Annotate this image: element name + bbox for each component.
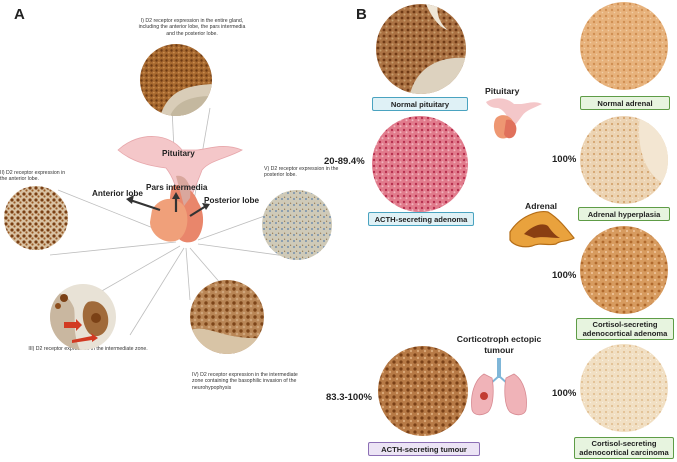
pct-adrenal-hyperplasia: 100% (552, 154, 577, 165)
caption-iv: IV) D2 receptor expression in the interm… (192, 372, 298, 391)
micrograph-entire-gland (140, 44, 212, 116)
micrograph-acth-adenoma (372, 116, 468, 212)
box-cortisol-adenoma: Cortisol-secreting adenocortical adenoma (576, 318, 674, 340)
micrograph-normal-adrenal (580, 2, 668, 90)
label-pituitary: Pituitary (162, 149, 195, 158)
box-normal-adrenal: Normal adrenal (580, 96, 670, 110)
panel-a-letter: A (14, 6, 25, 23)
pct-cortisol-adenoma: 100% (552, 270, 577, 281)
organ-label-adrenal: Adrenal (525, 201, 557, 211)
micrograph-basophilic-invasion (190, 280, 264, 354)
micrograph-adrenal-hyperplasia (580, 116, 668, 204)
label-anterior-lobe: Anterior lobe (92, 189, 143, 198)
box-acth-tumour: ACTH-secreting tumour (368, 442, 480, 456)
box-adrenal-hyperplasia: Adrenal hyperplasia (578, 207, 670, 221)
caption-ii: II) D2 receptor expression in the anteri… (0, 170, 66, 183)
pct-cortisol-carcinoma: 100% (552, 388, 577, 399)
label-posterior-lobe: Posterior lobe (204, 196, 260, 205)
box-normal-pituitary: Normal pituitary (372, 97, 468, 111)
micrograph-anterior-lobe (4, 186, 68, 250)
micrograph-acth-tumour (378, 346, 468, 436)
panel-b-letter: B (356, 6, 367, 23)
caption-i: I) D2 receptor expression in the entire … (138, 18, 246, 37)
box-cortisol-carcinoma: Cortisol-secreting adenocortical carcino… (574, 437, 674, 459)
box-acth-adenoma: ACTH-secreting adenoma (368, 212, 474, 226)
caption-v: V) D2 receptor expression in the posteri… (264, 166, 339, 179)
label-pars-intermedia: Pars intermedia (146, 183, 208, 192)
organ-label-ectopic: Corticotroph ectopic tumour (456, 334, 542, 355)
micrograph-cortisol-adenoma (580, 226, 668, 314)
pct-acth-adenoma: 20-89.4% (324, 156, 365, 167)
micrograph-cortisol-carcinoma (580, 344, 668, 432)
organ-label-pituitary: Pituitary (485, 86, 520, 96)
micrograph-normal-pituitary (376, 4, 466, 94)
pct-acth-tumour: 83.3-100% (326, 392, 372, 403)
micrograph-posterior-lobe (262, 190, 332, 260)
